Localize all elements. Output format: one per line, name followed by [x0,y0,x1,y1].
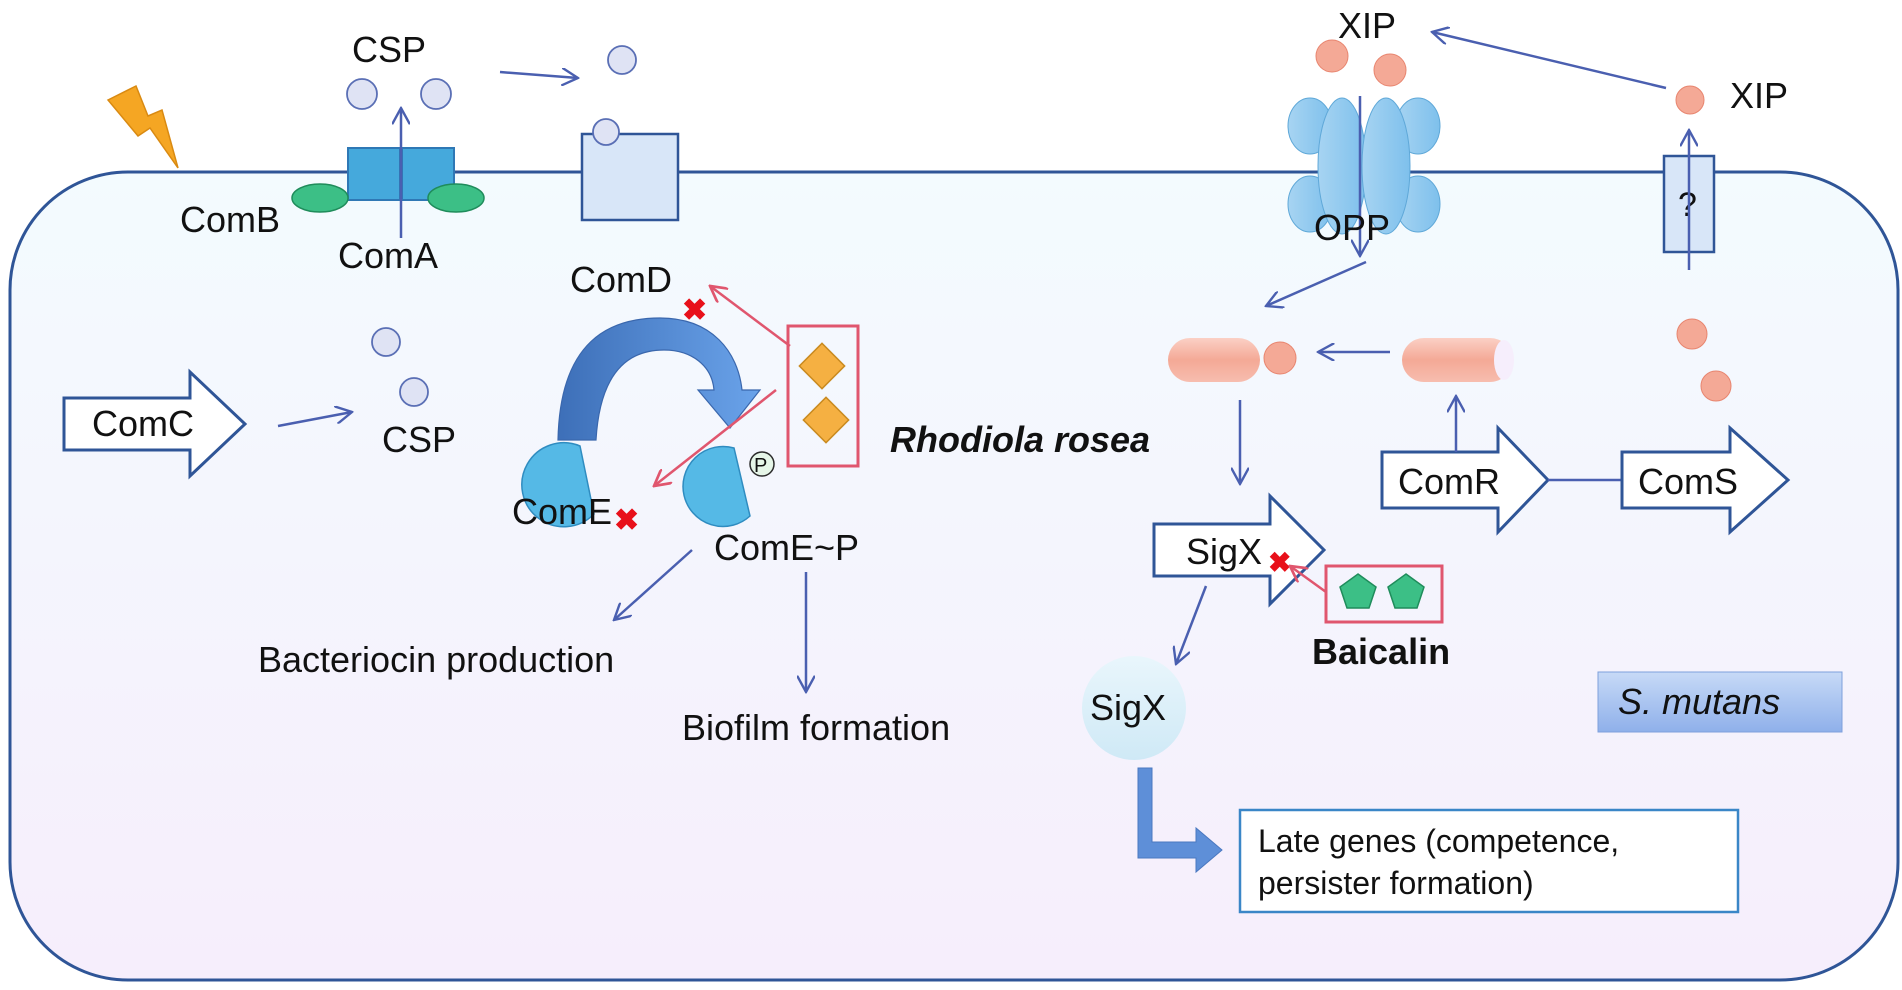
opp-channel-right [1361,97,1411,235]
inhibit-sigx-arrow [1290,566,1327,594]
come-p-label: ComE~P [714,527,859,568]
phosphate-icon [749,451,775,477]
comr-label: ComR [1398,461,1500,502]
come-p-protein [682,445,751,528]
sigx-protein-label: SigX [1090,687,1166,728]
comc-to-csp-arrow [277,412,352,428]
inhibition-x-icon: ✖ [614,504,639,537]
sigx-translation-arrow [1176,585,1208,664]
sigx-gene-label: SigX [1186,531,1262,572]
coms-label: ComS [1638,461,1738,502]
xip-top-label: XIP [1338,5,1396,46]
xip-peptide [1700,370,1732,402]
xip-peptide [1675,85,1705,115]
phosphorylation-curve-arrow [557,317,762,441]
coma-label: ComA [338,235,438,276]
comb-protein-left [291,183,349,213]
late-genes-activation-arrow [1137,767,1223,874]
diamond-icon [802,396,850,444]
csp-peptide [371,327,401,357]
rhodiola-inhibitor-box [786,324,860,468]
diamond-icon [798,342,846,390]
csp-top-label: CSP [352,29,426,70]
pentagon-icon [1387,573,1425,609]
bacteriocin-arrow [614,549,693,620]
xip-peptide [1373,53,1407,87]
comr-xip-complex [1168,338,1260,382]
xip-peptide [1676,318,1708,350]
species-label: S. mutans [1618,681,1780,722]
opp-label: OPP [1314,207,1390,248]
exporter-question-label: ? [1678,186,1697,224]
biofilm-label: Biofilm formation [682,707,950,748]
coms-gene-arrow [1620,424,1791,536]
opp-to-comr-arrow [1266,260,1367,306]
csp-bound [592,118,620,146]
xip-recycle-arrow [1432,32,1667,90]
comr-gene-arrow [1380,424,1551,536]
comd-receptor [580,132,680,222]
csp-peptide [607,45,637,75]
inhibit-come-arrow [654,389,777,486]
lightning-icon [106,84,179,169]
comb-label: ComB [180,199,280,240]
late-genes-label-line1: Late genes (competence, [1258,823,1619,859]
comr-binding-pocket [1494,340,1514,380]
sigx-protein [1082,656,1186,760]
come-protein [521,442,595,528]
phosphate-label: P [754,455,767,477]
csp-peptide [399,377,429,407]
baicalin-label: Baicalin [1312,631,1450,672]
csp-peptide [420,78,452,110]
comd-label: ComD [570,259,672,300]
xip-bound [1263,341,1297,375]
csp-release-arrow [499,72,578,78]
csp-mid-label: CSP [382,419,456,460]
coma-transporter-left [347,147,401,201]
csp-peptide [346,78,378,110]
pentagon-icon [1339,573,1377,609]
comb-protein-right [427,183,485,213]
species-badge [1597,671,1843,733]
rhodiola-label: Rhodiola rosea [890,419,1150,460]
xip-peptide [1315,39,1349,73]
comc-label: ComC [92,403,194,444]
xip-right-label: XIP [1730,75,1788,116]
inhibition-x-icon: ✖ [1268,547,1291,578]
comr-protein [1402,338,1512,382]
come-label: ComE [512,491,612,532]
bacteriocin-label: Bacteriocin production [258,639,614,680]
late-genes-box [1238,808,1740,914]
inhibit-comd-arrow [710,286,791,347]
baicalin-inhibitor-box [1324,564,1444,624]
comc-gene-arrow [62,368,248,480]
late-genes-label-line2: persister formation) [1258,865,1534,901]
inhibition-x-icon: ✖ [682,294,707,327]
